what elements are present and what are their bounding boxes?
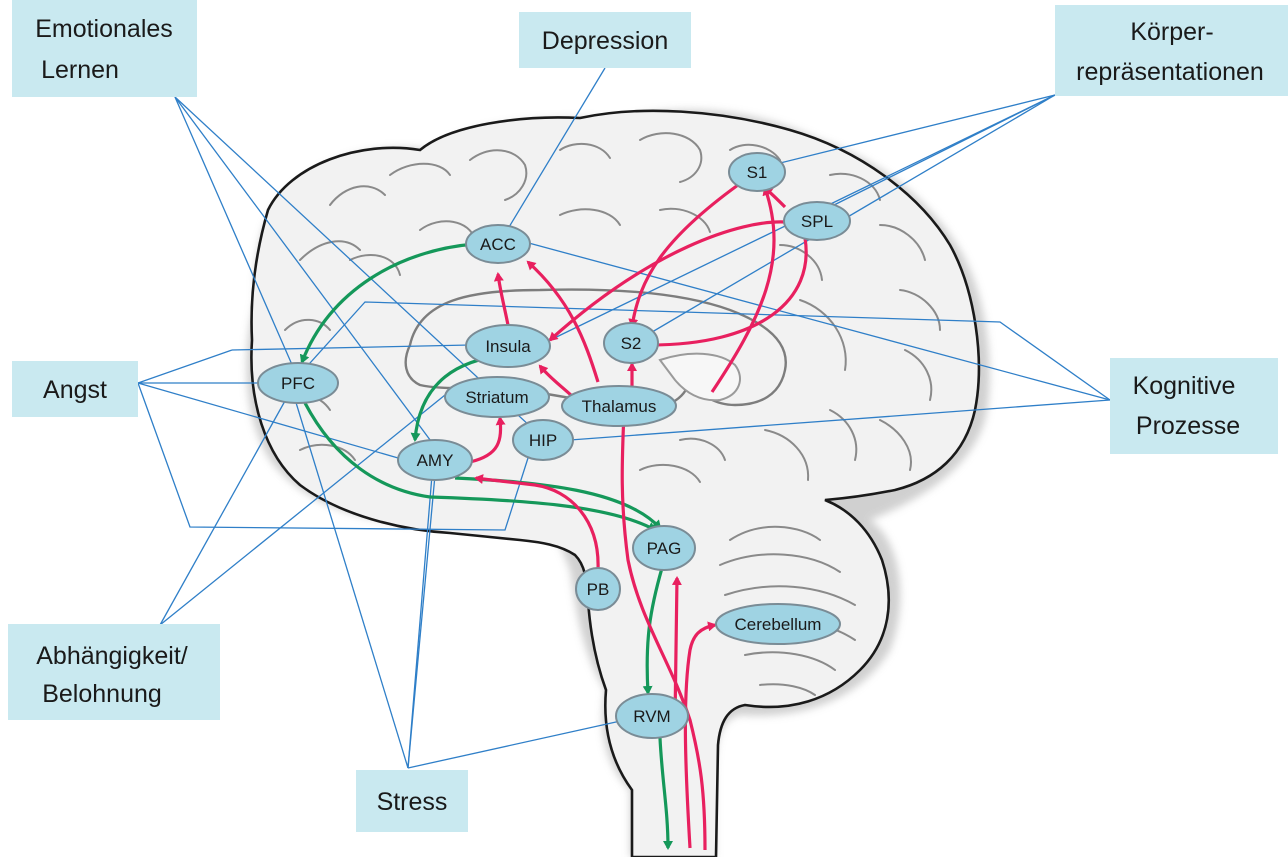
svg-text:Striatum: Striatum [465,388,528,407]
category-addiction-reward: Abhängigkeit/ Belohnung [8,624,220,720]
region-pag: PAG [633,526,695,570]
category-cognitive-processes: Kognitive Prozesse [1110,358,1278,454]
svg-text:Angst: Angst [43,376,107,404]
category-fear: Angst [12,361,138,417]
region-striatum: Striatum [445,377,549,417]
svg-text:PFC: PFC [281,374,315,393]
svg-text:Prozesse: Prozesse [1136,412,1240,440]
region-hip: HIP [513,420,573,460]
region-thalamus: Thalamus [562,386,676,426]
svg-text:Belohnung: Belohnung [42,680,162,708]
svg-text:Stress: Stress [377,788,448,816]
brain-outline [247,110,990,857]
region-pb: PB [576,568,620,610]
svg-text:Körper-: Körper- [1130,18,1213,46]
svg-text:ACC: ACC [480,235,516,254]
svg-text:Kognitive: Kognitive [1133,372,1236,400]
svg-text:Cerebellum: Cerebellum [735,615,822,634]
region-amy: AMY [398,440,472,480]
svg-text:Thalamus: Thalamus [582,397,657,416]
category-emotional-learning: Emotionales Lernen [12,0,197,97]
region-s1: S1 [729,153,785,191]
region-insula: Insula [466,325,550,367]
svg-text:Abhängigkeit/: Abhängigkeit/ [36,642,188,670]
region-spl: SPL [784,202,850,240]
svg-text:PB: PB [587,580,610,599]
category-stress: Stress [356,770,468,832]
svg-text:Depression: Depression [542,27,668,55]
region-pfc: PFC [258,363,338,403]
brain-shape [251,111,978,857]
svg-text:SPL: SPL [801,212,833,231]
svg-text:PAG: PAG [647,539,682,558]
region-rvm: RVM [616,694,688,738]
svg-text:Insula: Insula [485,337,531,356]
svg-text:Emotionales: Emotionales [35,15,173,43]
svg-text:RVM: RVM [633,707,670,726]
region-s2: S2 [604,323,658,363]
region-acc: ACC [466,225,530,263]
svg-text:S1: S1 [747,163,768,182]
svg-text:HIP: HIP [529,431,557,450]
svg-text:Lernen: Lernen [41,56,119,84]
svg-text:AMY: AMY [417,451,454,470]
svg-text:S2: S2 [621,334,642,353]
category-body-representations: Körper- repräsentationen [1055,5,1288,96]
region-cerebellum: Cerebellum [716,604,840,644]
svg-text:repräsentationen: repräsentationen [1076,58,1264,86]
category-depression: Depression [519,12,691,68]
